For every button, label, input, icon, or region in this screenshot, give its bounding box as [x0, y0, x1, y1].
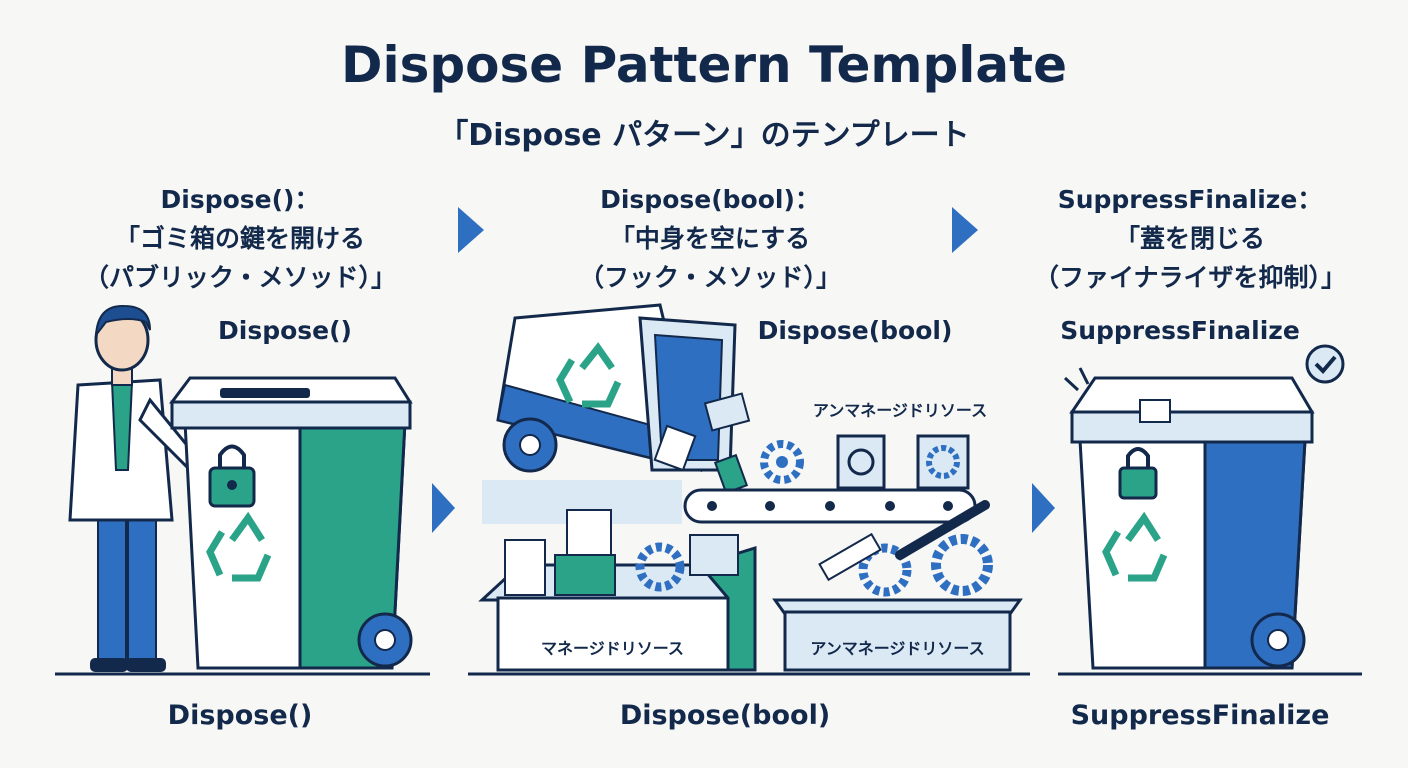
arrow-right-icon — [1032, 483, 1055, 533]
managed-resources-box — [478, 509, 757, 672]
step-dispose-bool-kind: （フック・メソッド）」 — [578, 263, 841, 292]
footer-suppress-finalize: SuppressFinalize — [1070, 700, 1330, 731]
footer-dispose: Dispose() — [167, 700, 313, 731]
arrow-right-icon — [432, 483, 455, 533]
gear-icon — [858, 543, 912, 597]
check-icon — [1305, 344, 1345, 384]
recycle-icon — [206, 511, 272, 582]
recycle-icon — [556, 342, 622, 408]
step-dispose-kind: （パブリック・メソッド）」 — [83, 263, 396, 292]
recycle-icon — [1102, 511, 1168, 582]
wrench-icon — [895, 500, 990, 560]
page-title: Dispose Pattern Template — [340, 36, 1067, 94]
label-unmanaged-resources: アンマネージドリソース — [810, 639, 985, 658]
gear-icon — [635, 542, 685, 592]
step-suppress-name: SuppressFinalize： — [1057, 185, 1323, 214]
window-icon — [689, 534, 739, 576]
chip-icon — [916, 434, 970, 490]
label-managed-resources: マネージドリソース — [541, 639, 684, 658]
gear-icon — [931, 534, 993, 596]
label-unmanaged-resources-top: アンマネージドリソース — [812, 401, 988, 420]
folder-icon — [554, 554, 616, 596]
conveyor-belt — [683, 434, 977, 524]
footer-dispose-bool: Dispose(bool) — [619, 700, 831, 731]
step-dispose-desc: 「ゴミ箱の鍵を開ける — [114, 224, 365, 253]
step-suppress-kind: （ファイナライザを抑制）」 — [1033, 263, 1346, 292]
label-dispose: Dispose() — [218, 316, 352, 345]
trash-bin-locked — [169, 376, 413, 670]
step-dispose-caption: Dispose()： 「ゴミ箱の鍵を開ける （パブリック・メソッド）」 — [40, 180, 440, 297]
document-icon — [504, 539, 546, 596]
page-subtitle: 「Dispose パターン」のテンプレート — [438, 118, 970, 153]
step-dispose-bool-caption: Dispose(bool)： 「中身を空にする （フック・メソッド）」 — [490, 180, 930, 297]
pipe-icon — [818, 532, 882, 582]
step-dispose-name: Dispose()： — [160, 185, 320, 214]
step-dispose-bool-name: Dispose(bool)： — [600, 185, 820, 214]
tipped-trash-bin — [496, 303, 751, 495]
trash-bin-closed — [1063, 344, 1345, 670]
gear-icon — [760, 440, 804, 484]
disk-icon — [836, 434, 886, 490]
step-dispose-bool-desc: 「中身を空にする — [609, 224, 811, 253]
label-dispose-bool: Dispose(bool) — [757, 316, 953, 345]
arrow-right-icon — [952, 207, 978, 253]
label-suppress-finalize: SuppressFinalize — [1060, 316, 1300, 345]
unmanaged-resources-tray — [772, 500, 1023, 672]
step-suppress-desc: 「蓋を閉じる — [1114, 224, 1265, 253]
person-illustration — [68, 304, 207, 672]
step-suppress-caption: SuppressFinalize： 「蓋を閉じる （ファイナライザを抑制）」 — [990, 180, 1390, 297]
arrow-right-icon — [458, 207, 484, 253]
